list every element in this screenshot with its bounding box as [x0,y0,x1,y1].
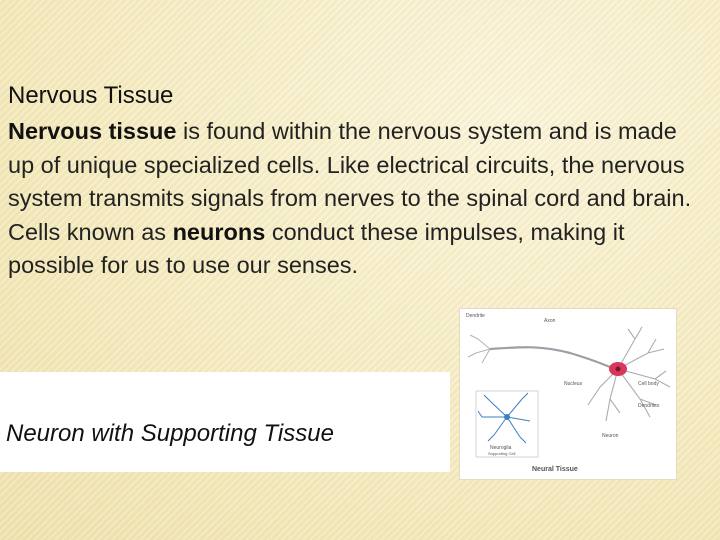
paragraph-text-2: conduct these impulses, making it possib… [8,218,625,279]
neuron-illustration: Dendrite Axon Nucleus Cell body Dendrite… [459,308,677,480]
label-dendrite-top: Dendrite [466,313,485,319]
body-paragraph: Nervous tissue is found within the nervo… [8,115,708,283]
neuron-nucleus [615,366,621,372]
label-neuron: Neuron [602,433,619,439]
label-cell-body: Cell body [638,381,659,387]
axon-terminal-branches [467,334,491,364]
slide-title: Nervous Tissue [8,82,174,109]
axon-line [489,346,616,371]
neuroglia-box [475,390,539,458]
label-nucleus: Nucleus [564,381,583,387]
label-neural-tissue: Neural Tissue [532,466,578,473]
label-axon: Axon [544,318,556,324]
label-supporting-cell: Supporting Cell [488,451,515,456]
paragraph-text-1: is found within the nervous system and i… [8,118,692,245]
neuron-dendrites [587,326,671,422]
neuroglia-cell [477,392,531,444]
figure-caption: Neuron with Supporting Tissue [6,420,334,447]
neuron-diagram-svg: Dendrite Axon Nucleus Cell body Dendrite… [466,313,671,473]
neuroglia-nucleus [504,414,510,420]
caption-box [0,372,450,472]
label-dendrites: Dendrites [638,403,660,409]
bold-lead-term: Nervous tissue [8,118,177,144]
label-neuroglia: Neuroglia [490,445,512,451]
bold-neurons-term: neurons [172,218,266,245]
